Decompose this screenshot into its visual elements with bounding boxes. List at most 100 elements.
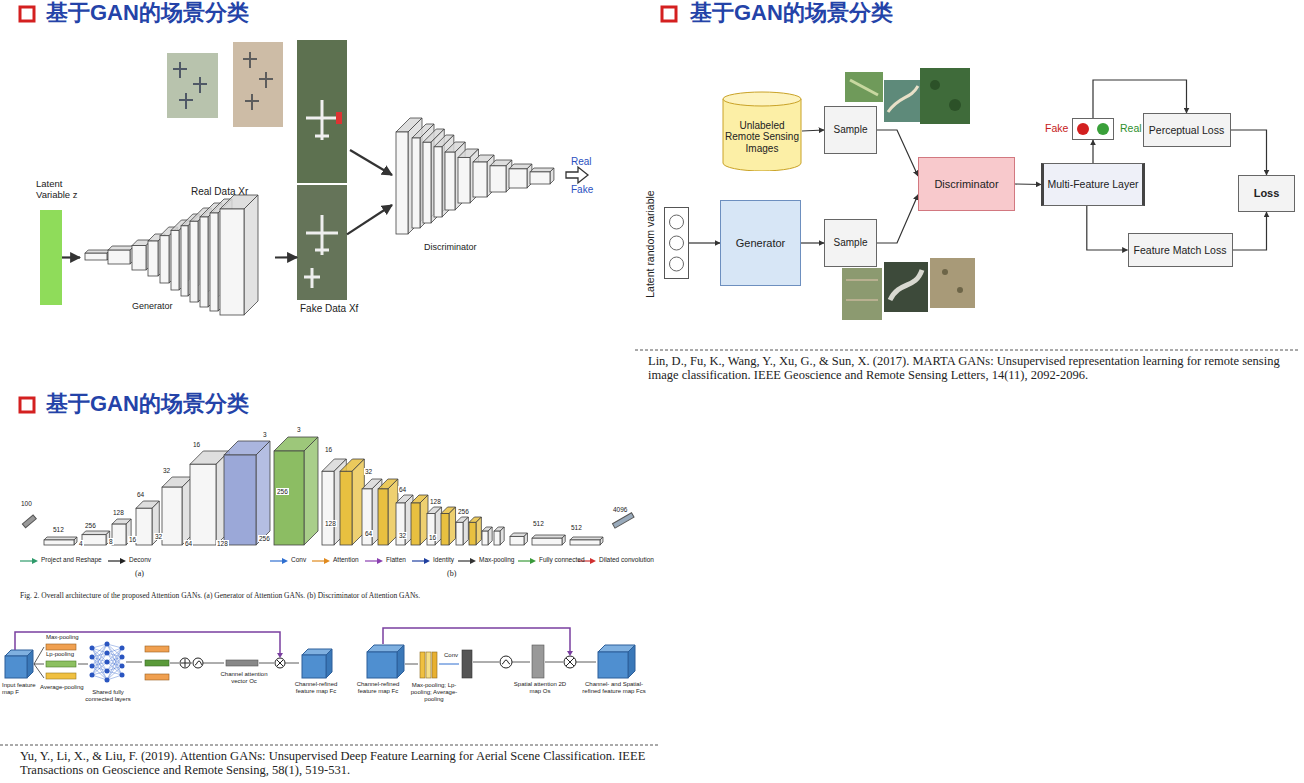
layer-block — [224, 441, 270, 545]
block-front — [190, 221, 198, 302]
dimension-number: 4 — [78, 540, 84, 547]
illustration-part — [845, 72, 883, 102]
block-front — [322, 471, 334, 545]
connector — [801, 242, 824, 243]
block-front — [509, 169, 527, 188]
illustration-part — [512, 662, 530, 663]
block-front — [108, 250, 130, 264]
block-side — [463, 517, 468, 545]
layer-block — [509, 164, 532, 188]
block-front — [423, 142, 431, 223]
illustration-part — [126, 662, 142, 663]
legend-sample — [270, 557, 288, 565]
illustration-part — [90, 664, 95, 669]
block-front — [532, 538, 562, 545]
connector — [350, 150, 392, 175]
illustration-part — [34, 647, 44, 678]
loss-box: Perceptual Loss — [1143, 113, 1231, 147]
output-label: Fake — [571, 184, 593, 196]
separator-line — [0, 745, 660, 746]
connector — [62, 256, 80, 258]
layer-block — [490, 160, 512, 192]
block-side — [500, 527, 504, 545]
block-front — [181, 226, 188, 296]
illustration-part — [105, 660, 110, 665]
block-front — [210, 213, 218, 311]
block-top — [570, 537, 603, 540]
illustration-part — [105, 642, 110, 647]
subfigure-label: (a) — [135, 569, 144, 578]
block-side — [74, 537, 77, 545]
module-label: Channel-refined feature map Fc — [288, 681, 344, 695]
illustration-part — [884, 262, 928, 312]
illustration-part — [326, 649, 332, 678]
illustration-part — [46, 673, 76, 679]
illustration-part — [46, 661, 76, 667]
block-side — [449, 507, 456, 545]
block-front — [112, 524, 126, 545]
generator-stack: Generator — [80, 195, 275, 320]
illustration-part — [545, 662, 563, 663]
node-label: Real — [1120, 122, 1142, 134]
connector — [877, 195, 918, 243]
connector — [877, 130, 918, 176]
block-front — [469, 522, 476, 545]
module-label: Average-pooling — [40, 684, 84, 691]
latent-circles — [670, 215, 684, 271]
cylinder-top — [723, 92, 801, 106]
illustration-part — [420, 652, 425, 678]
illustration-part — [842, 268, 882, 320]
title-icon — [662, 7, 676, 21]
illustration-part — [167, 53, 218, 118]
illustration-part — [397, 645, 404, 678]
connector — [689, 242, 720, 243]
output-vector — [612, 513, 634, 528]
layer-block — [494, 527, 504, 545]
module-label: Channel-refined feature map Fc — [350, 681, 406, 695]
illustration-part — [566, 658, 574, 666]
illustration-part — [105, 651, 110, 656]
dimension-number: 16 — [324, 446, 333, 453]
block-front — [378, 489, 388, 545]
dimension-number: 3 — [296, 426, 302, 433]
illustration-part — [226, 660, 258, 666]
legend-head — [32, 558, 38, 564]
dimension-number: 16 — [428, 534, 437, 541]
block-front — [412, 138, 420, 228]
output-label: Real — [571, 156, 592, 168]
layer-block — [82, 531, 110, 545]
illustration-part — [670, 215, 684, 229]
connector — [275, 256, 297, 258]
illustration-part — [500, 656, 512, 668]
node-label: Generator — [132, 301, 173, 311]
legend-line — [312, 560, 325, 561]
dimension-number: 64 — [398, 486, 407, 493]
satellite-image — [233, 42, 283, 127]
module-label: Max-pooling; Lp-pooling; Average-pooling — [408, 682, 460, 703]
illustration-part — [628, 645, 635, 678]
legend-sample — [518, 557, 536, 565]
layer-block — [441, 507, 456, 545]
dimension-number: 64 — [136, 491, 145, 498]
node-label: Fake Data Xf — [300, 303, 358, 315]
block-front — [274, 451, 304, 545]
block-front — [85, 253, 107, 260]
block-front — [458, 157, 470, 203]
layer-block — [340, 459, 364, 545]
block-top — [82, 531, 110, 535]
illustration-part — [120, 673, 125, 678]
node-label: Loss — [1254, 187, 1280, 200]
dimension-number: 512 — [52, 526, 65, 533]
module-label: Spatial attention 2D map Os — [512, 681, 568, 695]
dimension-number: 32 — [364, 468, 373, 475]
block-front — [494, 531, 500, 545]
dimension-number: 128 — [324, 520, 337, 527]
block-front — [224, 455, 256, 545]
illustration-part — [473, 662, 499, 663]
block-front — [200, 217, 208, 307]
block-front — [570, 540, 600, 545]
dimension-number: 512 — [532, 520, 545, 527]
illustration-part — [942, 269, 948, 275]
module-label: Shared fully connected layers — [82, 689, 134, 703]
